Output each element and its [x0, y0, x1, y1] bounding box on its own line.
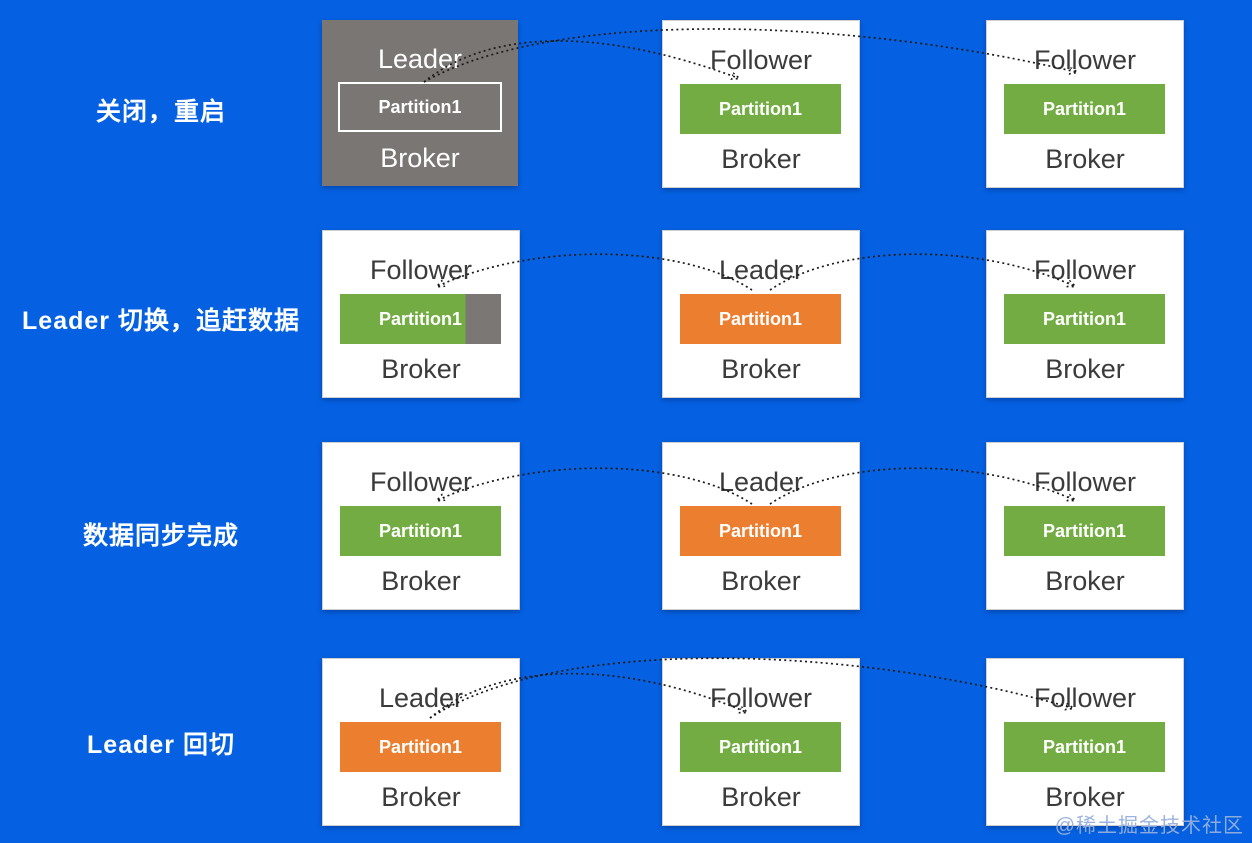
role-label: Follower: [1033, 45, 1137, 75]
partition-bar: Partition1: [680, 722, 841, 772]
role-label: Follower: [1033, 467, 1137, 497]
role-label: Leader: [378, 683, 464, 713]
role-label: Leader: [377, 44, 463, 74]
broker-label: Broker: [1045, 566, 1125, 596]
broker-box-row3-col2: Leader Partition1 Broker: [662, 442, 860, 610]
broker-box-row2-col2: Leader Partition1 Broker: [662, 230, 860, 398]
broker-box-row4-col2: Follower Partition1 Broker: [662, 658, 860, 826]
broker-label: Broker: [721, 782, 801, 812]
partition-bar: Partition1: [340, 506, 501, 556]
broker-label: Broker: [721, 354, 801, 384]
row-label-shutdown-restart: 关闭，重启: [95, 98, 226, 126]
partition-bar: Partition1: [1004, 722, 1165, 772]
broker-box-row1-col3: Follower Partition1 Broker: [986, 20, 1184, 188]
broker-label: Broker: [721, 144, 801, 174]
broker-label: Broker: [381, 354, 461, 384]
partition-bar: Partition1: [1004, 294, 1165, 344]
role-label: Follower: [709, 683, 813, 713]
partition-bar: Partition1: [340, 294, 501, 344]
broker-box-row3-col3: Follower Partition1 Broker: [986, 442, 1184, 610]
partition-bar: Partition1: [1004, 506, 1165, 556]
row-label-sync-complete: 数据同步完成: [82, 522, 239, 550]
broker-label: Broker: [381, 782, 461, 812]
row-label-leader-switchback: Leader 回切: [87, 731, 235, 759]
broker-label: Broker: [721, 566, 801, 596]
broker-label: Broker: [1045, 782, 1125, 812]
role-label: Follower: [1033, 255, 1137, 285]
role-label: Follower: [369, 255, 473, 285]
partition-bar: Partition1: [680, 84, 841, 134]
role-label: Follower: [709, 45, 813, 75]
broker-box-row2-col1: Follower Partition1 Broker: [322, 230, 520, 398]
watermark-text: @稀土掘金技术社区: [1054, 815, 1244, 837]
broker-box-row4-col3: Follower Partition1 Broker: [986, 658, 1184, 826]
broker-box-row3-col1: Follower Partition1 Broker: [322, 442, 520, 610]
role-label: Leader: [718, 467, 804, 497]
broker-label: Broker: [381, 566, 461, 596]
partition-bar: Partition1: [340, 722, 501, 772]
row-label-leader-switch: Leader 切换，追赶数据: [22, 307, 300, 335]
broker-box-row2-col3: Follower Partition1 Broker: [986, 230, 1184, 398]
partition-bar: Partition1: [1004, 84, 1165, 134]
broker-box-row1-col1: Leader Partition1 Broker: [322, 20, 518, 186]
broker-box-row4-col1: Leader Partition1 Broker: [322, 658, 520, 826]
role-label: Follower: [369, 467, 473, 497]
role-label: Follower: [1033, 683, 1137, 713]
role-label: Leader: [718, 255, 804, 285]
broker-label: Broker: [1045, 354, 1125, 384]
partition-bar: Partition1: [338, 82, 502, 132]
broker-label: Broker: [380, 143, 460, 173]
partition-bar: Partition1: [680, 506, 841, 556]
broker-box-row1-col2: Follower Partition1 Broker: [662, 20, 860, 188]
partition-bar: Partition1: [680, 294, 841, 344]
broker-label: Broker: [1045, 144, 1125, 174]
